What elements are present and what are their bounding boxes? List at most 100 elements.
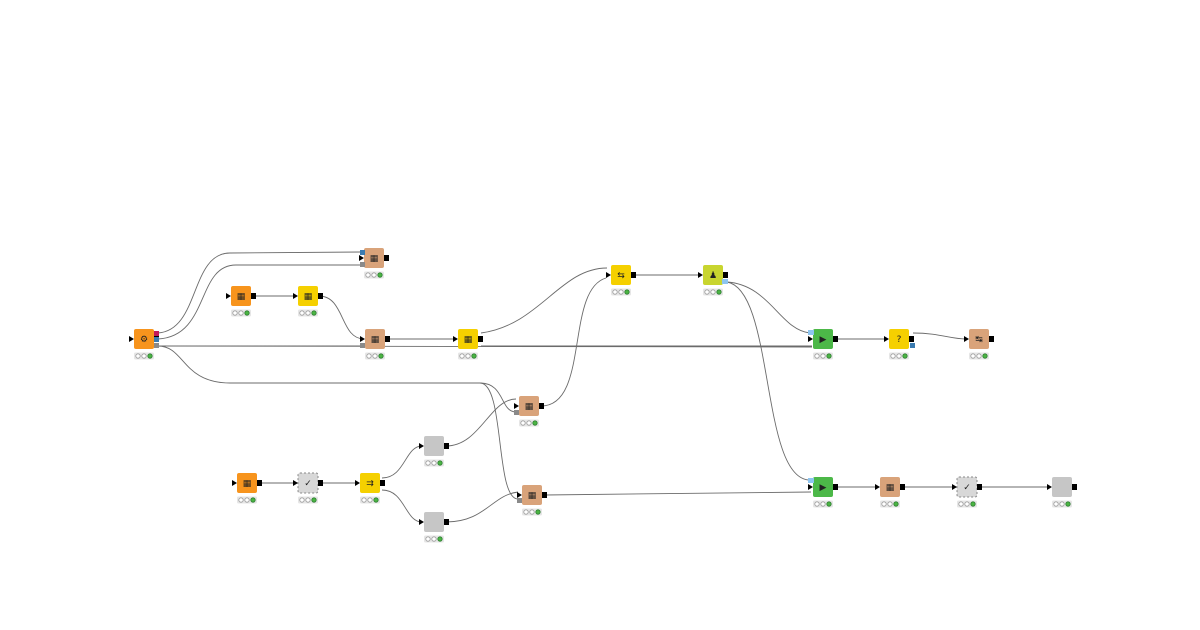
node-body[interactable] <box>611 265 631 285</box>
node-n13[interactable]: ▦ <box>232 473 262 504</box>
input-port[interactable] <box>964 336 969 342</box>
node-body[interactable] <box>298 286 318 306</box>
node-n16[interactable] <box>419 436 449 467</box>
node-body[interactable] <box>703 265 723 285</box>
output-port[interactable] <box>909 336 914 342</box>
output-port[interactable] <box>989 336 994 342</box>
node-n11[interactable]: ? <box>884 329 914 360</box>
node-body[interactable] <box>360 473 380 493</box>
node-body[interactable] <box>231 286 251 306</box>
node-n4[interactable]: ▦ <box>293 286 323 317</box>
connection-n15-to-n16[interactable] <box>381 445 423 479</box>
output-port[interactable] <box>1072 484 1077 490</box>
input-port[interactable] <box>355 480 360 486</box>
special-port[interactable] <box>154 337 159 342</box>
node-n10[interactable]: ▶ <box>808 329 838 360</box>
special-port[interactable] <box>360 262 365 267</box>
node-n20[interactable]: ▦ <box>875 477 905 508</box>
output-port[interactable] <box>723 272 728 278</box>
input-port[interactable] <box>419 519 424 525</box>
output-port[interactable] <box>257 480 262 486</box>
node-body[interactable] <box>813 477 833 497</box>
node-n22[interactable] <box>1047 477 1077 508</box>
special-port[interactable] <box>360 250 365 255</box>
input-port[interactable] <box>952 484 957 490</box>
input-port[interactable] <box>606 272 611 278</box>
node-body[interactable] <box>458 329 478 349</box>
node-n9[interactable]: ▦ <box>514 396 544 427</box>
output-port[interactable] <box>833 336 838 342</box>
special-port[interactable] <box>808 330 814 335</box>
node-body[interactable] <box>813 329 833 349</box>
input-port[interactable] <box>360 336 365 342</box>
input-port[interactable] <box>808 484 813 490</box>
output-port[interactable] <box>542 492 547 498</box>
node-n3[interactable]: ▦ <box>226 286 256 317</box>
node-body[interactable] <box>1052 477 1072 497</box>
node-body[interactable] <box>889 329 909 349</box>
connection-n4-to-n5[interactable] <box>318 295 365 340</box>
special-port[interactable] <box>154 343 159 348</box>
output-port[interactable] <box>444 519 449 525</box>
input-port[interactable] <box>514 403 519 409</box>
special-port[interactable] <box>910 343 915 348</box>
output-port[interactable] <box>833 484 838 490</box>
node-n17[interactable] <box>419 512 449 543</box>
node-body[interactable] <box>134 329 154 349</box>
node-body[interactable] <box>237 473 257 493</box>
input-port[interactable] <box>808 336 813 342</box>
output-port[interactable] <box>380 480 385 486</box>
connection-n18-to-n19[interactable] <box>544 491 812 496</box>
node-n19[interactable]: ▶ <box>808 477 838 508</box>
input-port[interactable] <box>226 293 231 299</box>
input-port[interactable] <box>517 492 522 498</box>
node-n21[interactable]: ✓ <box>952 476 982 508</box>
output-port[interactable] <box>900 484 905 490</box>
node-body[interactable] <box>424 436 444 456</box>
output-port[interactable] <box>539 403 544 409</box>
node-n12[interactable]: ↹ <box>964 329 994 360</box>
output-port[interactable] <box>318 480 323 486</box>
input-port[interactable] <box>232 480 237 486</box>
node-body[interactable] <box>519 396 539 416</box>
connection-n6-to-n7[interactable] <box>480 267 608 334</box>
connection-n1-to-n2[interactable] <box>157 264 361 340</box>
node-n2[interactable]: ▦ <box>359 248 389 279</box>
input-port[interactable] <box>1047 484 1052 490</box>
special-port[interactable] <box>722 279 728 284</box>
node-n1[interactable]: ⚙ <box>129 329 159 360</box>
node-n18[interactable]: ▦ <box>517 485 547 516</box>
node-n7[interactable]: ⇆ <box>606 265 636 296</box>
connection-n1-to-n2[interactable] <box>157 251 362 334</box>
connection-n11-to-n12[interactable] <box>912 332 967 340</box>
node-body[interactable] <box>424 512 444 532</box>
connection-n9-to-n7[interactable] <box>540 277 607 407</box>
output-port[interactable] <box>318 293 323 299</box>
special-port[interactable] <box>808 478 814 483</box>
node-n8[interactable]: ♟ <box>698 265 728 296</box>
output-port[interactable] <box>385 336 390 342</box>
connection-n17-to-n18[interactable] <box>445 491 519 523</box>
node-n5[interactable]: ▦ <box>360 329 390 360</box>
node-body[interactable] <box>364 248 384 268</box>
connection-n1-to-n9[interactable] <box>157 345 517 413</box>
input-port[interactable] <box>293 480 298 486</box>
special-port[interactable] <box>517 498 522 503</box>
output-port[interactable] <box>631 272 636 278</box>
connection-n16-to-n9[interactable] <box>445 398 517 447</box>
node-n6[interactable]: ▦ <box>453 329 483 360</box>
input-port[interactable] <box>875 484 880 490</box>
input-port[interactable] <box>884 336 889 342</box>
connection-n15-to-n17[interactable] <box>381 489 423 523</box>
special-port[interactable] <box>360 343 365 348</box>
connection-n1-to-n18[interactable] <box>479 382 519 500</box>
input-port[interactable] <box>698 272 703 278</box>
node-body[interactable] <box>969 329 989 349</box>
output-port[interactable] <box>384 255 389 261</box>
output-port[interactable] <box>444 443 449 449</box>
node-body[interactable] <box>522 485 542 505</box>
input-port[interactable] <box>419 443 424 449</box>
special-port[interactable] <box>514 410 519 415</box>
input-port[interactable] <box>129 336 134 342</box>
